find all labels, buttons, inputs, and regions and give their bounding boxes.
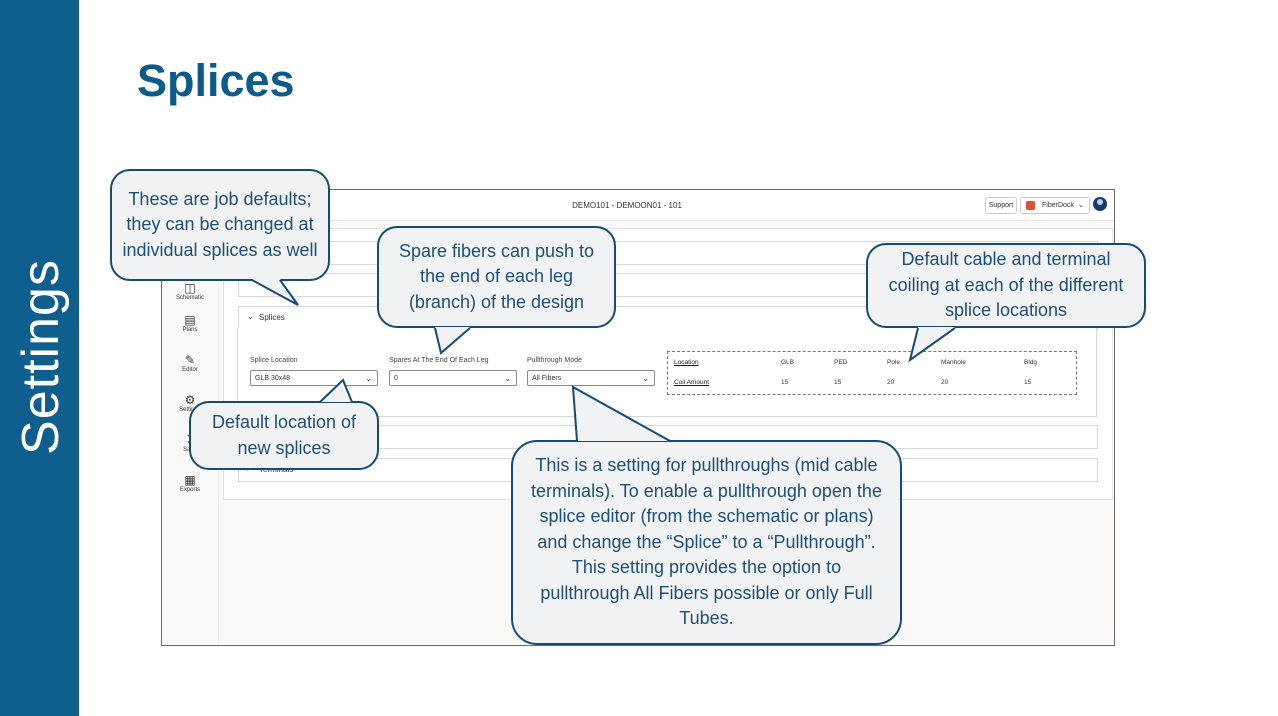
select-value: GLB 30x48: [255, 375, 291, 382]
callout-text: These are job defaults; they can be chan…: [122, 188, 318, 260]
callout-coiling: Default cable and terminal coiling at ea…: [866, 243, 1146, 328]
window-title: DEMO101 - DEMOON01 - 101: [572, 201, 682, 210]
pencil-icon: ✎: [184, 353, 196, 367]
avatar[interactable]: [1093, 197, 1107, 211]
nav-item-exports[interactable]: ▦ Exports: [162, 473, 218, 493]
coil-header-ped: PED: [834, 359, 848, 366]
nav-item-schematic[interactable]: ◫ Schematic: [162, 281, 218, 301]
callout-text: Default cable and terminal coiling at ea…: [888, 249, 1124, 321]
chevron-down-icon: ⌄: [504, 374, 511, 383]
callout-text: Default location of new splices: [211, 412, 357, 458]
nav-item-settings[interactable]: ⚙ Settings: [162, 393, 218, 413]
coil-value-glb[interactable]: 15: [781, 379, 789, 386]
coil-header-manhole: Manhole: [941, 359, 966, 366]
pullthrough-label: Pullthrough Mode: [527, 357, 582, 364]
export-icon: ▦: [184, 473, 196, 487]
support-button[interactable]: Support: [985, 197, 1017, 214]
slide-title: Splices: [137, 55, 295, 106]
chevron-down-icon: ⌄: [642, 374, 649, 383]
nav-label: Editor: [182, 367, 198, 373]
select-value: 0: [394, 375, 398, 382]
select-value: All Fibers: [532, 375, 562, 382]
chevron-down-icon: ⌄: [365, 374, 372, 383]
nav-item-editor[interactable]: ✎ Editor: [162, 353, 218, 373]
callout-pullthrough: This is a setting for pullthroughs (mid …: [511, 440, 902, 645]
nav-label: Schematic: [175, 295, 204, 301]
slide-side-band: [0, 0, 79, 716]
coil-row-label[interactable]: Coil Amount: [674, 379, 710, 386]
coil-value-bldg[interactable]: 15: [1024, 379, 1032, 386]
gear-icon: ⚙: [184, 393, 196, 407]
splice-location-select[interactable]: GLB 30x48 ⌄: [250, 370, 378, 386]
fiberdock-logo-icon: [1026, 201, 1035, 210]
callout-text: Spare fibers can push to the end of each…: [398, 240, 595, 312]
splice-location-label: Splice Location: [250, 357, 298, 364]
brand-label: FiberDock: [1042, 202, 1074, 209]
coil-header-pole: Pole: [887, 359, 901, 366]
coil-table: Location GLB PED Pole Manhole Bldg Coil …: [667, 351, 1077, 395]
chevron-down-icon: ⌄: [1078, 202, 1084, 209]
plans-icon: ▤: [184, 313, 196, 327]
coil-header-location[interactable]: Location: [674, 359, 699, 366]
callout-spare-fibers: Spare fibers can push to the end of each…: [377, 226, 616, 328]
pullthrough-select[interactable]: All Fibers ⌄: [527, 370, 655, 386]
coil-value-ped[interactable]: 15: [834, 379, 842, 386]
callout-default-location: Default location of new splices: [189, 401, 379, 470]
accordion-label: Splices: [259, 313, 285, 322]
coil-header-bldg: Bldg: [1024, 359, 1038, 366]
nav-label: Plans: [182, 327, 198, 333]
slide-side-title: Settings: [12, 259, 70, 455]
spares-label: Spares At The End Of Each Leg: [389, 357, 489, 364]
coil-value-manhole[interactable]: 20: [941, 379, 949, 386]
schematic-icon: ◫: [184, 281, 196, 295]
nav-item-plans[interactable]: ▤ Plans: [162, 313, 218, 333]
coil-value-pole[interactable]: 20: [887, 379, 895, 386]
nav-label: Exports: [179, 487, 201, 493]
spares-select[interactable]: 0 ⌄: [389, 370, 517, 386]
nav-label: Settings: [179, 407, 201, 413]
coil-header-glb: GLB: [781, 359, 795, 366]
callout-job-defaults: These are job defaults; they can be chan…: [110, 169, 330, 281]
brand-dropdown[interactable]: FiberDock ⌄: [1020, 197, 1090, 214]
chevron-down-icon: ⌄: [247, 312, 254, 321]
callout-text: This is a setting for pullthroughs (mid …: [531, 455, 882, 629]
